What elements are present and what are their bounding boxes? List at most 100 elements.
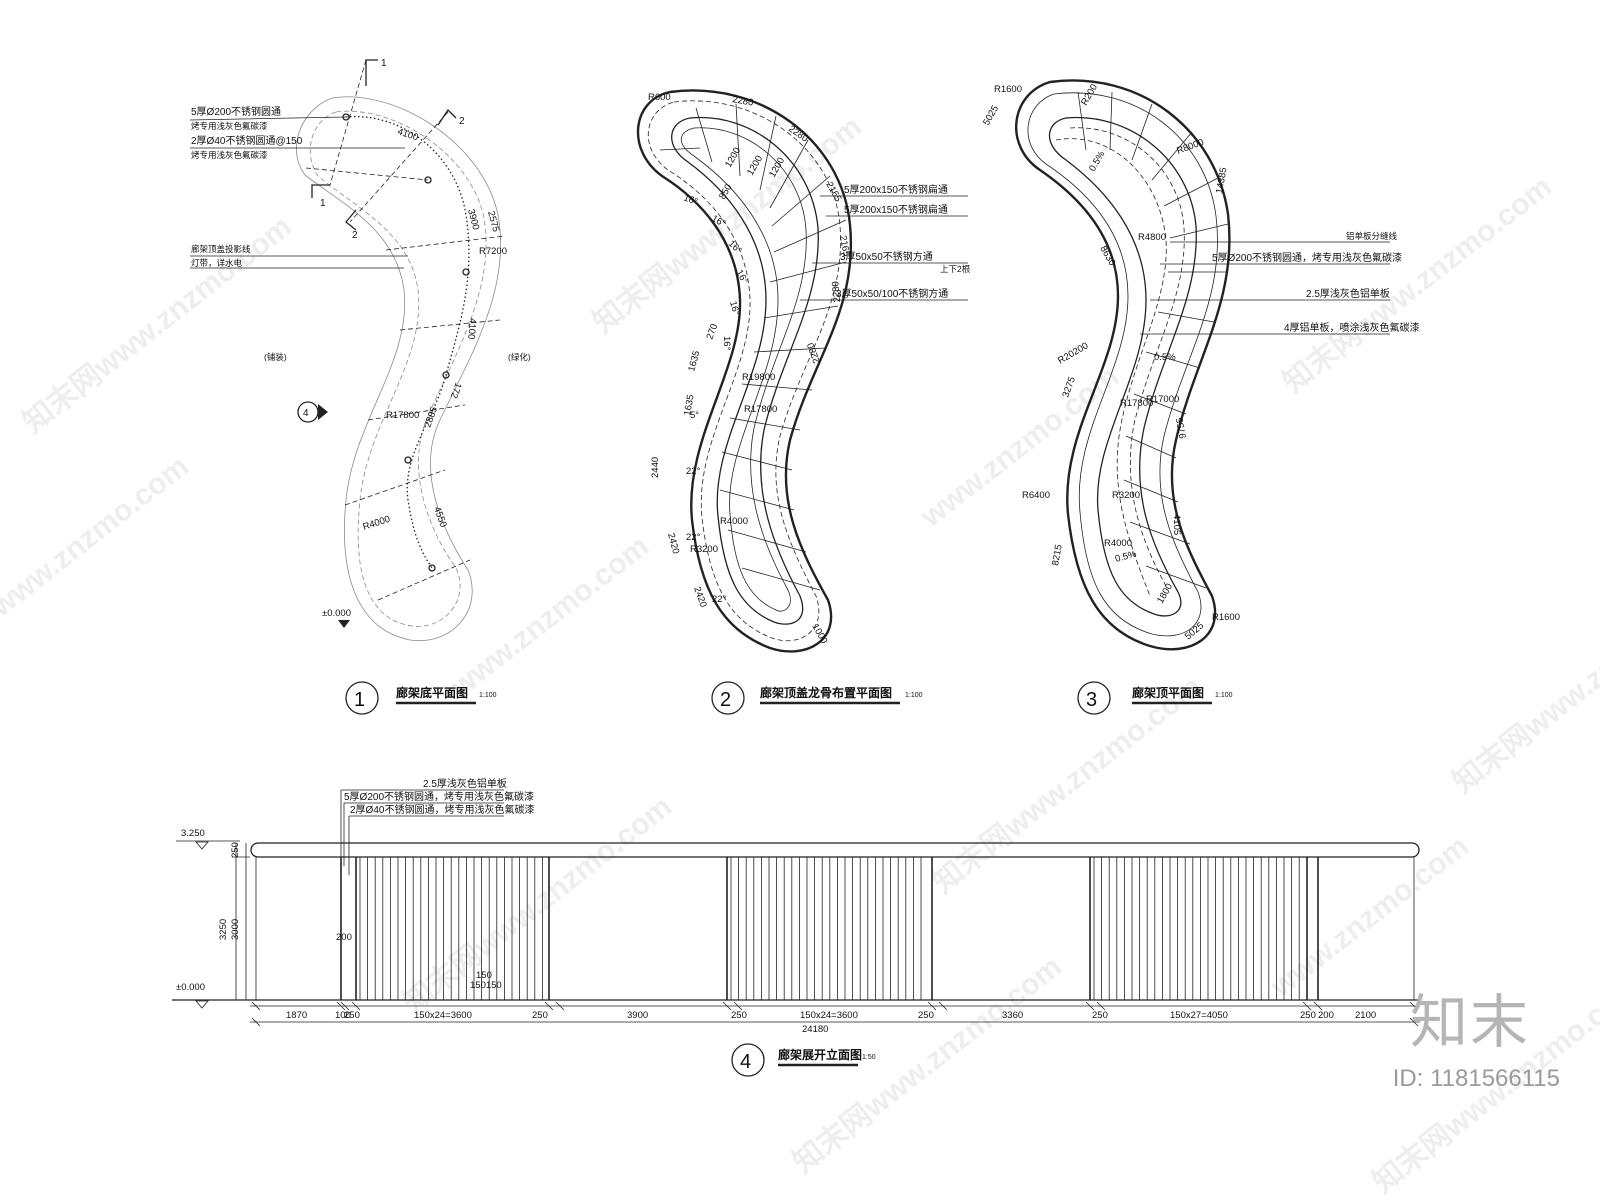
dimension-text: 270 bbox=[704, 322, 720, 341]
dimension-text: R6400 bbox=[1022, 490, 1050, 501]
drawing-number-circle bbox=[731, 1043, 765, 1077]
drawing-number: 1 bbox=[354, 689, 365, 711]
drawing-scale: 1:100 bbox=[479, 692, 497, 699]
segment-dimension: 1870 bbox=[286, 1010, 307, 1021]
dimension-text: 2575 bbox=[485, 210, 501, 233]
frame-inner-edge bbox=[671, 116, 819, 625]
pipe-main-label: 5厚Ø200不锈钢圆通，烤专用浅灰色氟碳漆 bbox=[344, 790, 534, 803]
dimension-text: 4100 bbox=[465, 318, 478, 340]
pipe-main-label: 5厚Ø200不锈钢圆通 bbox=[191, 105, 281, 118]
angle-text: 16° bbox=[721, 336, 732, 351]
dimension-text: 4105 bbox=[1171, 514, 1182, 535]
beam-a-label: 5厚200x150不锈钢扁通 bbox=[844, 183, 948, 196]
segment-dimension: 250 bbox=[1300, 1010, 1316, 1021]
dimension-text: 2280 bbox=[731, 94, 754, 109]
dimension-text: 850 bbox=[717, 182, 734, 201]
section-label: 1 bbox=[381, 58, 387, 69]
angle-text: 22° bbox=[712, 594, 727, 605]
slope-text: 0.5% bbox=[1087, 149, 1108, 174]
small-pipe-group-3 bbox=[1093, 857, 1300, 1000]
top-level-text: 3.250 bbox=[181, 828, 205, 839]
brand-logo-text: 知末 bbox=[1409, 988, 1530, 1056]
top-panel-label: 2.5厚浅灰色铝单板 bbox=[423, 777, 507, 790]
drawing-title: 廊架顶平面图 bbox=[1132, 685, 1204, 700]
dimension-text: 1800 bbox=[1155, 582, 1175, 606]
dimension-text: R4000 bbox=[720, 516, 748, 527]
angle-text: 16° bbox=[682, 192, 699, 207]
dimension-text: R1600 bbox=[1212, 612, 1240, 623]
segment-dimension: 100 bbox=[335, 1010, 351, 1021]
section-label: 2 bbox=[459, 116, 465, 127]
post-marker bbox=[462, 268, 470, 276]
dimension-text: 2280 bbox=[786, 123, 810, 144]
segment-dimension: 250 bbox=[344, 1010, 360, 1021]
dimension-text: 8215 bbox=[1050, 544, 1065, 567]
outer-boundary bbox=[296, 96, 502, 642]
leader-lines bbox=[189, 116, 408, 269]
pipe-post-markers bbox=[342, 113, 470, 572]
segment-dimension: 3900 bbox=[627, 1010, 648, 1021]
dimension-text: R4000 bbox=[362, 514, 392, 533]
section-label: 1 bbox=[320, 198, 326, 209]
angle-text: 16° bbox=[726, 238, 744, 256]
segment-dimension: 250 bbox=[1092, 1010, 1108, 1021]
view-direction-arrow bbox=[318, 404, 328, 420]
drawing-number: 2 bbox=[720, 689, 731, 711]
drawing-scale: 1:100 bbox=[1215, 692, 1233, 699]
dimension-text: 14385 bbox=[1214, 167, 1229, 195]
dimension-text: R20200 bbox=[1056, 340, 1090, 366]
slope-text: 0.5% bbox=[1154, 352, 1176, 363]
drawing-scale: 1:100 bbox=[905, 692, 923, 699]
pipe-small-label: 2厚Ø40不锈钢圆通，烤专用浅灰色氟碳漆 bbox=[350, 803, 534, 816]
dimension-text: R19800 bbox=[742, 372, 775, 383]
dimension-text: 2280 bbox=[830, 281, 843, 303]
leader-lines bbox=[1140, 241, 1390, 335]
panel-seam-lines bbox=[1077, 91, 1229, 589]
drawing-title: 廊架顶盖龙骨布置平面图 bbox=[760, 685, 892, 700]
green-area-label: (绿化) bbox=[508, 352, 531, 362]
pipe-main-finish: 烤专用浅灰色氟碳漆 bbox=[191, 121, 268, 131]
drawing-number: 3 bbox=[1086, 689, 1097, 711]
dimension-text: 5025 bbox=[981, 104, 1001, 128]
angle-text: 16° bbox=[710, 213, 728, 230]
pipe-label: 5厚Ø200不锈钢圆通，烤专用浅灰色氟碳漆 bbox=[1212, 251, 1402, 264]
beam-b-label: 5厚200x150不锈钢扁通 bbox=[844, 203, 948, 216]
radial-grid-lines bbox=[305, 167, 506, 601]
image-id-text: ID: 1181566115 bbox=[1392, 1065, 1560, 1092]
drawing-number-circle bbox=[711, 681, 745, 715]
slope-text: 0.5% bbox=[1114, 549, 1138, 565]
segment-dimension: 3360 bbox=[1002, 1010, 1023, 1021]
post-marker bbox=[404, 456, 412, 464]
dimension-text: 200 bbox=[336, 932, 352, 943]
dimension-text: R8000 bbox=[1175, 137, 1205, 157]
beam-c-label: 3厚50x50不锈钢方通 bbox=[840, 250, 933, 263]
segment-dimension: 2100 bbox=[1355, 1010, 1376, 1021]
light-strip-label: 灯带，详水电 bbox=[191, 258, 243, 268]
beam-d-label: 3厚50x50/100不锈钢方通 bbox=[836, 287, 948, 300]
dimension-text: 1635 bbox=[682, 394, 697, 417]
leader-lines bbox=[340, 789, 504, 875]
top-beam bbox=[250, 842, 1420, 858]
drawing-number: 4 bbox=[740, 1051, 751, 1073]
angle-text: 5° bbox=[690, 410, 699, 421]
level-triangle bbox=[195, 841, 209, 850]
section-marker-2-bottom bbox=[345, 209, 357, 231]
dimension-text: 1000 bbox=[809, 622, 829, 646]
post-marker bbox=[428, 564, 436, 572]
angle-text: 22° bbox=[686, 532, 701, 543]
pitch-text: 150 bbox=[476, 970, 492, 981]
dimension-text: 1200 bbox=[745, 154, 765, 178]
rib-lines bbox=[659, 103, 847, 591]
dimension-text: R1600 bbox=[994, 84, 1022, 95]
pitch-text: 150150 bbox=[470, 980, 502, 991]
ground-level-text: ±0.000 bbox=[176, 982, 205, 993]
dimension-ticks bbox=[251, 1001, 1419, 1027]
main-posts bbox=[340, 857, 1319, 1000]
level-marker: ±0.000 bbox=[322, 608, 351, 619]
dimension-text: R4000 bbox=[1104, 538, 1132, 549]
aluminum-panel-label: 2.5厚浅灰色铝单板 bbox=[1306, 287, 1390, 300]
shadow-line-label: 廊架顶盖投影线 bbox=[191, 244, 251, 254]
roof-outer-offset bbox=[1027, 92, 1218, 637]
dimension-text: R4800 bbox=[1138, 232, 1166, 243]
dimension-text: 1200 bbox=[723, 146, 743, 170]
